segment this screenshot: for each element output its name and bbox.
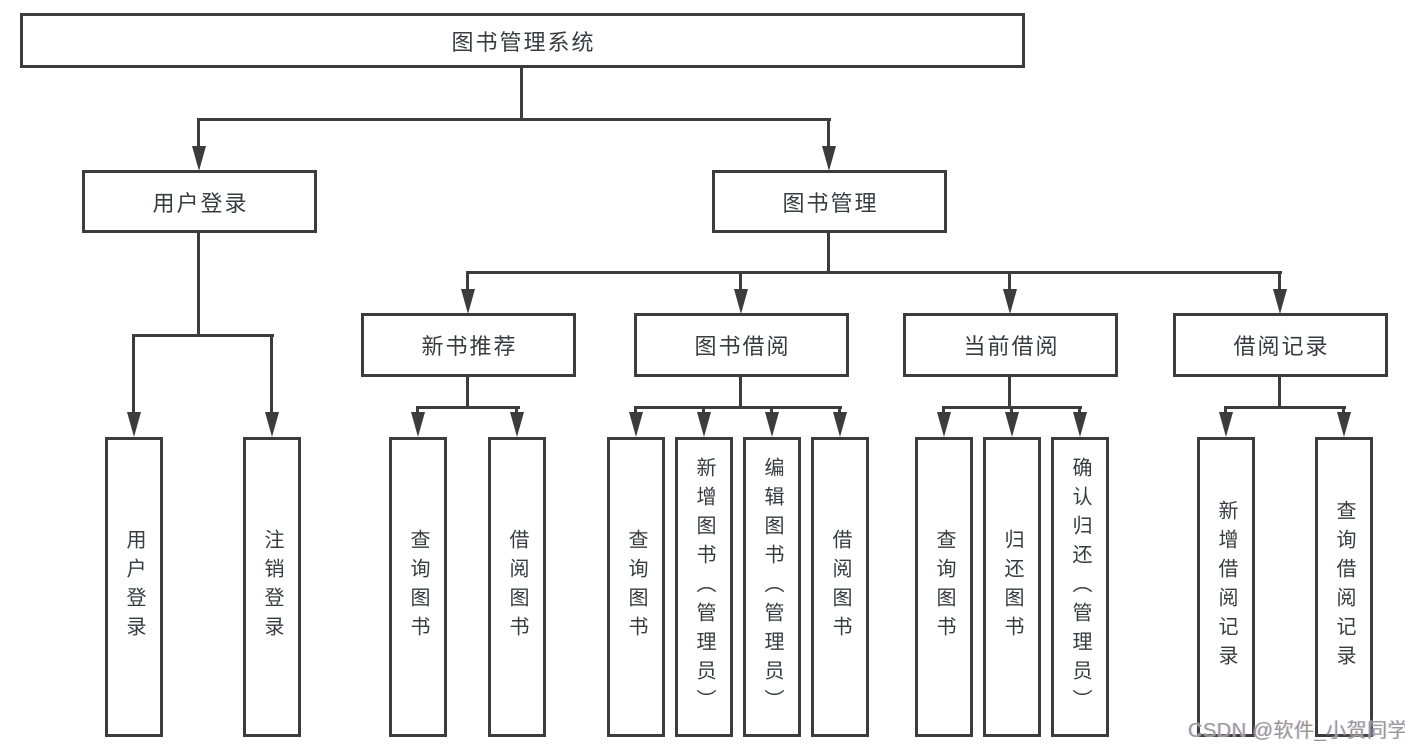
node-book-borrowing: 图书借阅 bbox=[634, 313, 849, 377]
connector-vline bbox=[739, 271, 742, 291]
leaf-edit-book-admin: 编辑图书（管理员） bbox=[743, 437, 801, 737]
leaf-borrow-books-borrowing: 借阅图书 bbox=[811, 437, 869, 737]
arrowhead-down-icon bbox=[629, 412, 643, 437]
watermark: CSDN @软件_小贺同学 bbox=[1188, 720, 1405, 742]
node-new-book-recommendation: 新书推荐 bbox=[361, 313, 576, 377]
node-label: 查询图书 bbox=[625, 529, 647, 645]
node-current-borrowing: 当前借阅 bbox=[903, 313, 1118, 377]
arrowhead-down-icon bbox=[1337, 412, 1351, 437]
node-label: 新增图书（管理员） bbox=[693, 456, 715, 718]
node-label: 用户登录 bbox=[123, 529, 145, 645]
connector-vline bbox=[827, 118, 830, 149]
arrowhead-down-icon bbox=[127, 412, 141, 437]
node-label: 借阅图书 bbox=[829, 529, 851, 645]
node-book-management: 图书管理 bbox=[712, 170, 947, 233]
node-label: 图书借阅 bbox=[694, 334, 791, 359]
arrowhead-down-icon bbox=[833, 412, 847, 437]
leaf-add-book-admin: 新增图书（管理员） bbox=[675, 437, 733, 737]
node-label: 图书管理 bbox=[782, 190, 879, 216]
connector-vline bbox=[132, 334, 135, 414]
arrowhead-down-icon bbox=[265, 412, 279, 437]
arrowhead-down-icon bbox=[1219, 412, 1233, 437]
connector-hline bbox=[1224, 406, 1346, 409]
connector-vline bbox=[1278, 271, 1281, 291]
connector-vline bbox=[942, 406, 945, 416]
connector-vline bbox=[197, 231, 200, 336]
connector-vline bbox=[1010, 406, 1013, 416]
leaf-confirm-return-admin: 确认归还（管理员） bbox=[1051, 437, 1109, 737]
arrowhead-down-icon bbox=[937, 412, 951, 437]
connector-vline bbox=[466, 271, 469, 291]
connector-vline bbox=[416, 406, 419, 416]
connector-vline bbox=[702, 406, 705, 416]
connector-hline bbox=[132, 334, 274, 337]
node-user-login: 用户登录 bbox=[82, 170, 317, 233]
node-label: 借阅记录 bbox=[1233, 334, 1330, 359]
connector-vline bbox=[838, 406, 841, 416]
leaf-user-login: 用户登录 bbox=[105, 437, 163, 737]
connector-hline bbox=[197, 118, 831, 121]
node-library-system: 图书管理系统 bbox=[20, 13, 1025, 68]
arrowhead-down-icon bbox=[411, 412, 425, 437]
node-label: 图书管理系统 bbox=[451, 29, 596, 55]
connector-vline bbox=[634, 406, 637, 416]
connector-vline bbox=[1224, 406, 1227, 416]
arrowhead-down-icon bbox=[192, 146, 206, 171]
connector-vline bbox=[270, 334, 273, 414]
leaf-search-books-current: 查询图书 bbox=[915, 437, 973, 737]
arrowhead-down-icon bbox=[697, 412, 711, 437]
arrowhead-down-icon bbox=[1005, 412, 1019, 437]
connector-vline bbox=[1078, 406, 1081, 416]
arrowhead-down-icon bbox=[765, 412, 779, 437]
node-label: 用户登录 bbox=[152, 190, 249, 216]
arrowhead-down-icon bbox=[510, 412, 524, 437]
node-label: 新书推荐 bbox=[421, 334, 518, 359]
node-label: 归还图书 bbox=[1001, 529, 1023, 645]
arrowhead-down-icon bbox=[734, 289, 748, 314]
leaf-search-borrow-record: 查询借阅记录 bbox=[1315, 437, 1373, 737]
leaf-return-book: 归还图书 bbox=[983, 437, 1041, 737]
arrowhead-down-icon bbox=[461, 289, 475, 314]
connector-hline bbox=[416, 406, 520, 409]
connector-vline bbox=[1278, 375, 1281, 408]
arrowhead-down-icon bbox=[1273, 289, 1287, 314]
connector-hline bbox=[466, 271, 1282, 274]
arrowhead-down-icon bbox=[1073, 412, 1087, 437]
leaf-search-books-borrowing: 查询图书 bbox=[607, 437, 665, 737]
connector-vline bbox=[466, 375, 469, 408]
connector-vline bbox=[520, 66, 523, 120]
leaf-add-borrow-record: 新增借阅记录 bbox=[1197, 437, 1255, 737]
connector-vline bbox=[739, 375, 742, 408]
node-label: 查询图书 bbox=[407, 529, 429, 645]
connector-vline bbox=[197, 118, 200, 149]
node-label: 当前借阅 bbox=[963, 334, 1060, 359]
node-borrowing-records: 借阅记录 bbox=[1173, 313, 1388, 377]
connector-vline bbox=[1008, 375, 1011, 408]
leaf-search-books-recommend: 查询图书 bbox=[389, 437, 447, 737]
leaf-logout: 注销登录 bbox=[243, 437, 301, 737]
node-label: 查询图书 bbox=[933, 529, 955, 645]
node-label: 新增借阅记录 bbox=[1215, 500, 1237, 674]
leaf-borrow-books-recommend: 借阅图书 bbox=[488, 437, 546, 737]
node-label: 注销登录 bbox=[261, 529, 283, 645]
connector-vline bbox=[827, 231, 830, 273]
node-label: 编辑图书（管理员） bbox=[761, 456, 783, 718]
node-label: 查询借阅记录 bbox=[1333, 500, 1355, 674]
connector-vline bbox=[1342, 406, 1345, 416]
arrowhead-down-icon bbox=[822, 146, 836, 171]
arrowhead-down-icon bbox=[1003, 289, 1017, 314]
node-label: 确认归还（管理员） bbox=[1069, 456, 1091, 718]
connector-hline bbox=[634, 406, 842, 409]
connector-vline bbox=[515, 406, 518, 416]
connector-vline bbox=[770, 406, 773, 416]
node-label: 借阅图书 bbox=[506, 529, 528, 645]
connector-vline bbox=[1008, 271, 1011, 291]
